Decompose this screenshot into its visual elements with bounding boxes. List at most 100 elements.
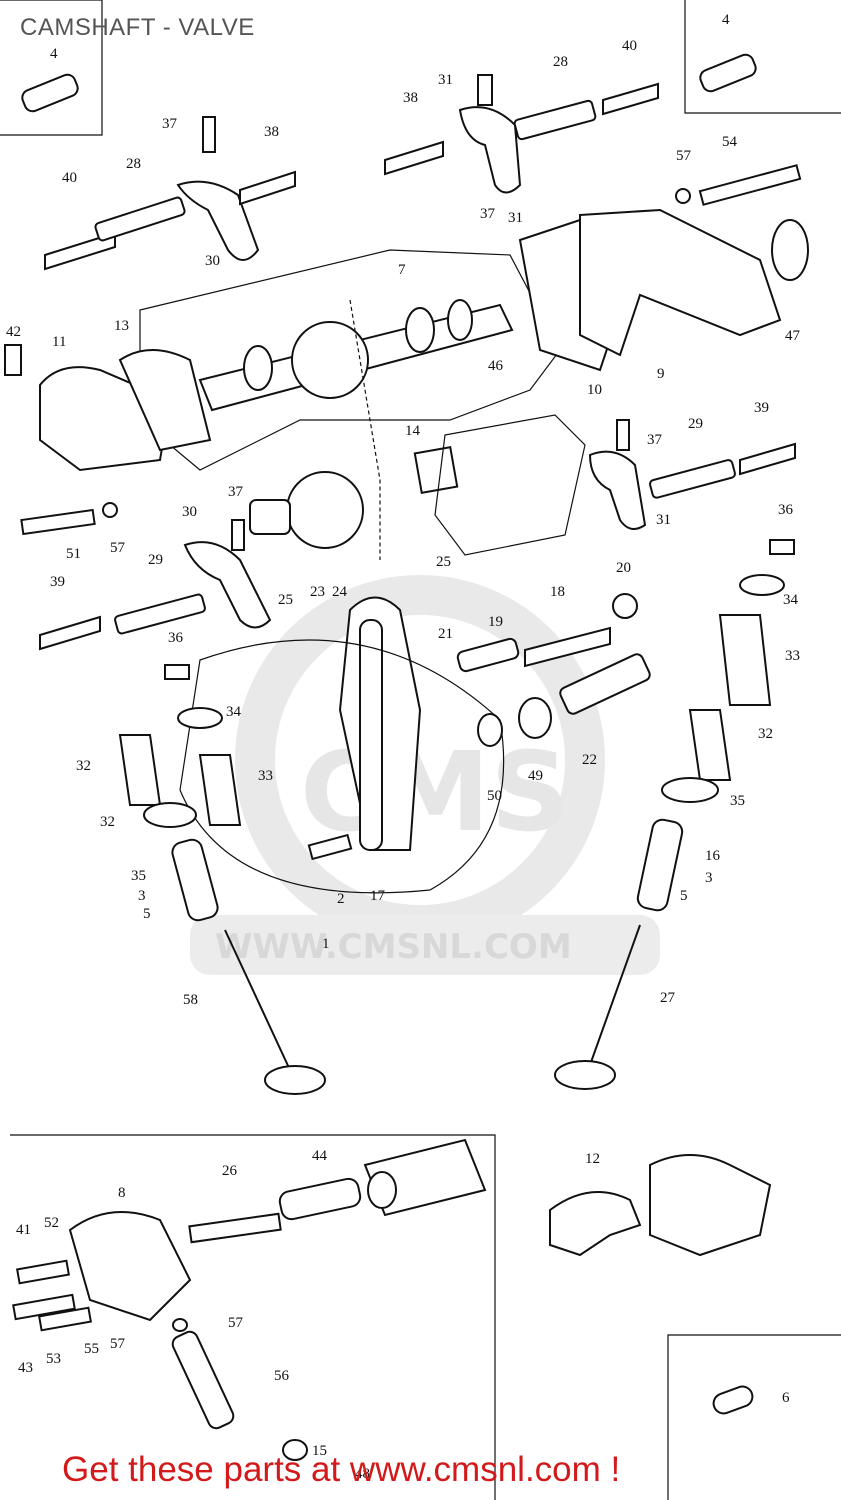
callout-label: 3 bbox=[138, 888, 146, 904]
callout-label: 5 bbox=[680, 888, 688, 904]
callout-label: 33 bbox=[785, 648, 800, 664]
callout-label: 40 bbox=[622, 38, 637, 54]
breather-assembly bbox=[12, 1138, 487, 1461]
callout-label: 57 bbox=[110, 1336, 126, 1352]
callout-label: 38 bbox=[403, 90, 418, 106]
callout-label: 8 bbox=[118, 1185, 126, 1201]
callout-label: 37 bbox=[647, 432, 663, 448]
callout-label: 4 bbox=[722, 12, 730, 28]
callout-label: 16 bbox=[705, 848, 721, 864]
callout-label: 22 bbox=[582, 752, 597, 768]
callout-label: 27 bbox=[660, 990, 676, 1006]
rocker-assembly-right bbox=[588, 419, 796, 530]
tensioner-rod-group bbox=[456, 593, 651, 747]
callout-label: 34 bbox=[226, 704, 242, 720]
callout-label: 6 bbox=[782, 1390, 790, 1406]
callout-label: 3 bbox=[705, 870, 713, 886]
callout-label: 26 bbox=[222, 1163, 238, 1179]
callout-label: 42 bbox=[6, 324, 21, 340]
callout-label: 21 bbox=[438, 626, 453, 642]
callout-label: 15 bbox=[312, 1443, 327, 1459]
callout-label: 32 bbox=[76, 758, 91, 774]
callout-label: 44 bbox=[312, 1148, 328, 1164]
callout-label: 40 bbox=[62, 170, 77, 186]
rocker-assembly-left bbox=[20, 502, 272, 651]
callout-label: 32 bbox=[100, 814, 115, 830]
callout-label: 57 bbox=[228, 1315, 244, 1331]
callout-label: 55 bbox=[84, 1341, 99, 1357]
valve-train-right bbox=[554, 539, 795, 1090]
callout-label: 25 bbox=[436, 554, 451, 570]
callout-label: 29 bbox=[688, 416, 703, 432]
watermark-url-text: WWW.CMSNL.COM bbox=[215, 927, 572, 967]
callout-label: 12 bbox=[585, 1151, 600, 1167]
callout-label: 31 bbox=[438, 72, 453, 88]
callout-label: 45 bbox=[0, 0, 15, 4]
callout-label: 58 bbox=[183, 992, 198, 1008]
callout-label: 31 bbox=[656, 512, 671, 528]
callout-label: 34 bbox=[783, 592, 799, 608]
inset-box-bottom-left bbox=[10, 1134, 496, 1500]
callout-label: 28 bbox=[126, 156, 141, 172]
callout-label: 9 bbox=[657, 366, 665, 382]
callout-label: 2 bbox=[337, 891, 345, 907]
rocker-assembly-top-right bbox=[384, 74, 802, 206]
callout-label: 7 bbox=[398, 262, 406, 278]
callout-label: 49 bbox=[528, 768, 543, 784]
callout-label: 43 bbox=[18, 1360, 33, 1376]
callout-label: 53 bbox=[46, 1351, 61, 1367]
inset-box-top-right bbox=[684, 0, 841, 114]
oil-pump-plate bbox=[549, 1154, 772, 1415]
callout-label: 46 bbox=[488, 358, 504, 374]
callout-label: 54 bbox=[722, 134, 738, 150]
callout-label: 33 bbox=[258, 768, 273, 784]
camshaft-holders bbox=[4, 208, 809, 472]
callout-label: 37 bbox=[162, 116, 178, 132]
callout-label: 13 bbox=[114, 318, 129, 334]
callout-label: 39 bbox=[754, 400, 769, 416]
callout-label: 35 bbox=[730, 793, 745, 809]
callout-label: 23 bbox=[310, 584, 325, 600]
callout-label: 5 bbox=[143, 906, 151, 922]
callout-label: 31 bbox=[508, 210, 523, 226]
callout-label: 1 bbox=[322, 936, 330, 952]
inset-box-bottom-right bbox=[667, 1334, 841, 1500]
callout-label: 51 bbox=[66, 546, 81, 562]
callout-label: 50 bbox=[487, 788, 502, 804]
callout-label: 36 bbox=[168, 630, 184, 646]
callout-label: 10 bbox=[587, 382, 602, 398]
valve-train-left bbox=[118, 664, 326, 1095]
rocker-assembly-top-left bbox=[44, 116, 296, 271]
callout-label: 35 bbox=[131, 868, 146, 884]
footer-cta-link[interactable]: Get these parts at www.cmsnl.com ! bbox=[62, 1450, 621, 1489]
callout-label: 52 bbox=[44, 1215, 59, 1231]
camshaft bbox=[198, 299, 514, 412]
callout-label: 32 bbox=[758, 726, 773, 742]
callout-label: 11 bbox=[52, 334, 66, 350]
bolt-4-left bbox=[21, 73, 79, 113]
callout-label: 14 bbox=[405, 423, 421, 439]
callout-label: 30 bbox=[205, 253, 220, 269]
callout-label: 56 bbox=[274, 1368, 290, 1384]
callout-label: 39 bbox=[50, 574, 65, 590]
callout-label: 18 bbox=[550, 584, 565, 600]
bolt-4-right bbox=[699, 53, 757, 93]
callout-label: 17 bbox=[370, 888, 386, 904]
callout-label: 47 bbox=[785, 328, 801, 344]
callout-label: 36 bbox=[778, 502, 794, 518]
callout-label: 29 bbox=[148, 552, 163, 568]
callout-label: 28 bbox=[553, 54, 568, 70]
page-title: CAMSHAFT - VALVE bbox=[20, 14, 255, 41]
callout-label: 57 bbox=[110, 540, 126, 556]
cam-chain-tensioner bbox=[179, 596, 505, 894]
callout-label: 41 bbox=[16, 1222, 31, 1238]
callout-label: 24 bbox=[332, 584, 348, 600]
callout-label: 37 bbox=[480, 206, 496, 222]
inset-box-top-left bbox=[0, 0, 103, 136]
callout-label: 48 bbox=[355, 1466, 370, 1482]
cam-chain bbox=[249, 299, 586, 560]
callout-label: 25 bbox=[278, 592, 293, 608]
callout-label: 30 bbox=[182, 504, 197, 520]
